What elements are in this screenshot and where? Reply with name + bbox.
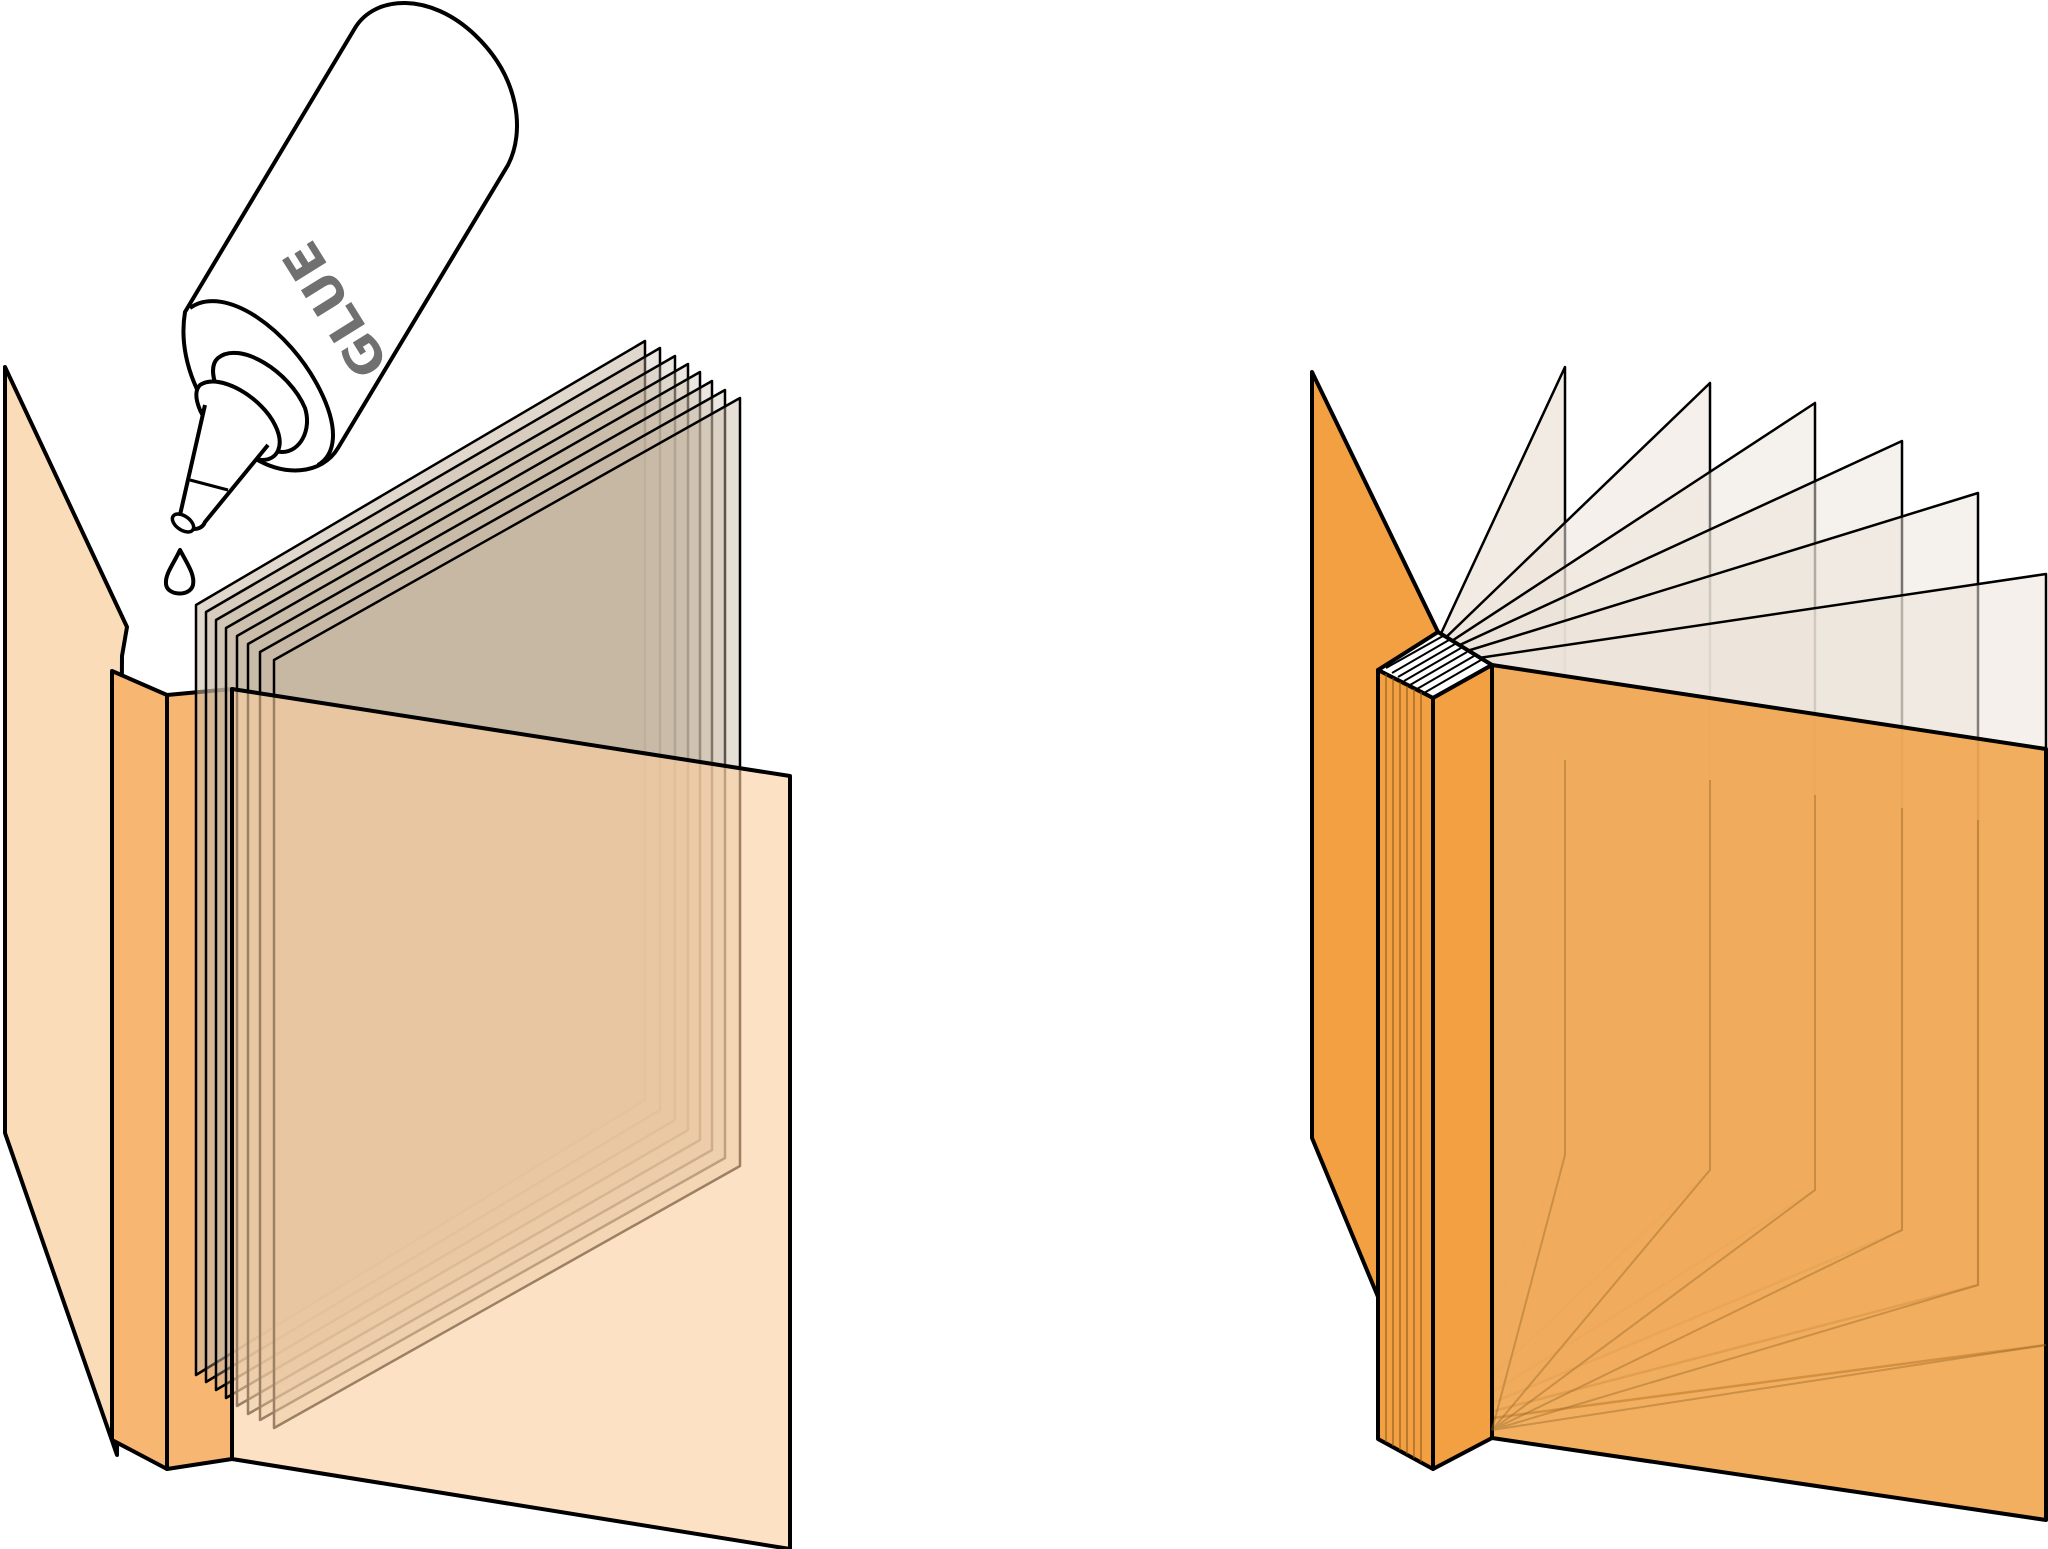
glue-drop-icon: [163, 548, 196, 596]
glue-bottle-icon: GLUE: [170, 1, 519, 534]
left-front-cover: [230, 687, 792, 1549]
left-back-cover: [3, 365, 129, 1457]
right-bound-book: [1310, 365, 2048, 1522]
glue-bottle-nozzle-tip: [170, 512, 196, 534]
left-book-assembly: [3, 339, 792, 1549]
right-spine-page-lines: [1385, 635, 1482, 694]
right-page-ghost-lines: [1491, 760, 2047, 1431]
left-spine-back-strip: [110, 669, 169, 1471]
right-spine-front-face: [1431, 663, 1494, 1471]
glue-bottle-shoulder: [188, 299, 335, 467]
right-front-cover: [1490, 663, 2048, 1522]
right-spine-side-lines: [1385, 674, 1422, 1462]
glue-bottle-nozzle-band: [189, 478, 229, 492]
